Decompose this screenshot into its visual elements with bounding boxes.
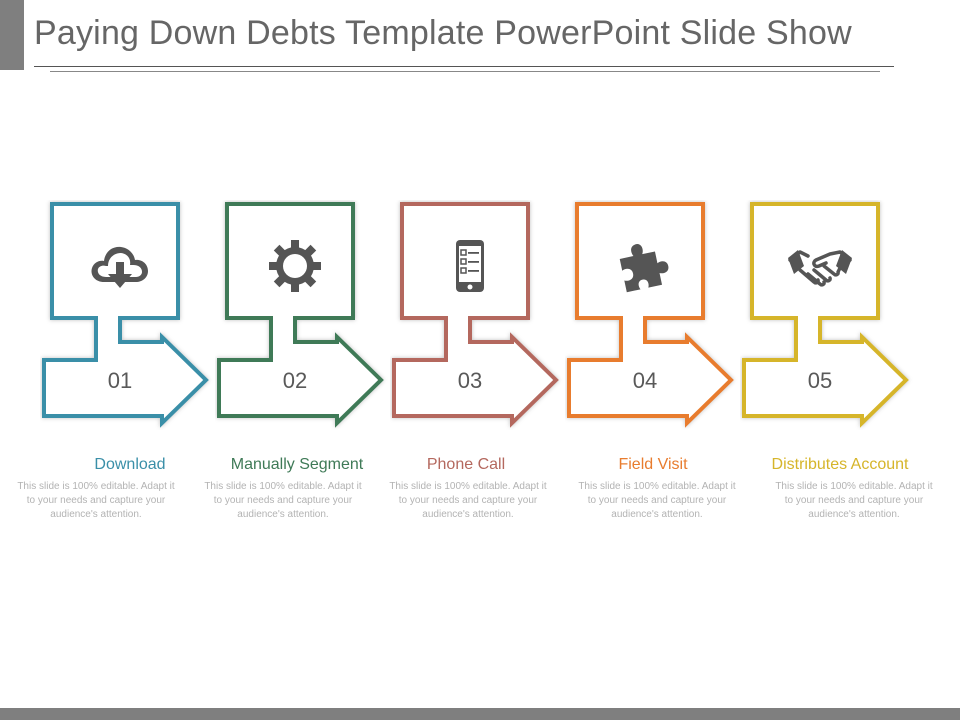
process-step-2: 02 Manually Segment This slide is 100% e… (204, 200, 403, 540)
step-label: Field Visit (618, 456, 688, 473)
step-arrow-outline (742, 202, 909, 428)
title-underline (34, 66, 894, 67)
step-label: Download (94, 456, 166, 473)
step-arrow-outline (42, 202, 209, 428)
process-step-4: 04 Field Visit This slide is 100% editab… (567, 200, 753, 540)
step-description: This slide is 100% editable. Adapt it to… (578, 481, 736, 520)
step-number: 04 (632, 368, 658, 393)
handshake-icon (788, 250, 852, 287)
process-step-1: 01 Download This slide is 100% editable.… (17, 200, 228, 540)
step-arrow-outline (217, 202, 384, 428)
step-description: This slide is 100% editable. Adapt it to… (775, 481, 933, 520)
step-description: This slide is 100% editable. Adapt it to… (389, 481, 547, 520)
slide-title: Paying Down Debts Template PowerPoint Sl… (34, 14, 852, 52)
puzzle-piece-icon (619, 244, 669, 293)
step-arrow-outline (392, 202, 559, 428)
step-number: 03 (457, 368, 483, 393)
step-description: This slide is 100% editable. Adapt it to… (17, 481, 175, 520)
mobile-checklist-icon (456, 240, 484, 292)
step-label: Manually Segment (230, 456, 364, 473)
step-description: This slide is 100% editable. Adapt it to… (204, 481, 362, 520)
step-number: 02 (282, 368, 308, 393)
title-accent-bar (0, 0, 24, 70)
step-number: 01 (107, 368, 133, 393)
step-number: 05 (807, 368, 833, 393)
step-arrow-outline (567, 202, 734, 428)
bottom-bar (0, 708, 960, 720)
gear-icon (269, 240, 321, 292)
title-underline-secondary (50, 71, 880, 72)
cloud-download-icon (91, 246, 148, 288)
step-label: Distributes Account (771, 456, 909, 473)
step-label: Phone Call (426, 456, 506, 473)
process-step-5: 05 Distributes Account This slide is 100… (742, 200, 933, 540)
process-step-3: 03 Phone Call This slide is 100% editabl… (389, 200, 578, 540)
